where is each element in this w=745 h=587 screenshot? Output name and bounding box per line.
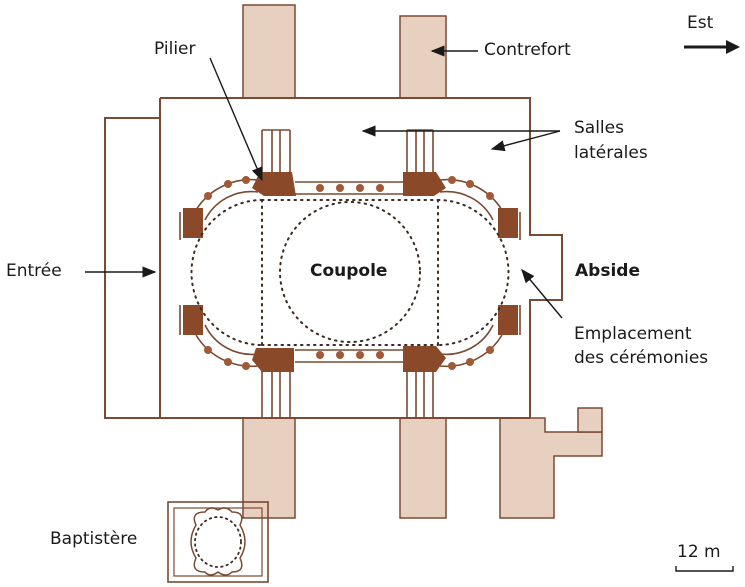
pillar-north-west (252, 172, 296, 196)
nave-outline (261, 199, 439, 346)
inner-structure (179, 129, 521, 418)
east-semidome-outline (437, 199, 510, 346)
pillars (183, 172, 518, 372)
buttress-south-east (399, 417, 447, 519)
columns (204, 176, 494, 370)
west-semidome-outline (190, 199, 263, 346)
label-emplacement-line2: des cérémonies (574, 348, 709, 368)
label-est: Est (687, 13, 714, 33)
dome-outline (279, 201, 421, 343)
label-scale: 12 m (677, 542, 721, 562)
label-baptistere: Baptistère (50, 529, 138, 549)
label-salles-line2: latérales (574, 143, 648, 163)
buttress-south-west (242, 417, 296, 519)
outer-walls (104, 97, 563, 419)
buttress-north-west (242, 4, 296, 99)
pillar-north-east (403, 172, 446, 196)
label-salles-line1: Salles (574, 118, 624, 138)
label-abside: Abside (575, 261, 640, 281)
label-coupole: Coupole (310, 261, 388, 281)
emplacement-leader (521, 268, 563, 319)
salles-leader-2 (490, 130, 561, 152)
pillar-south-west (252, 348, 294, 372)
pier-north-west-exedra (183, 208, 203, 238)
label-entree: Entrée (6, 261, 62, 281)
scale-bar (675, 566, 734, 572)
pier-south-west-exedra (183, 305, 203, 335)
buttresses (242, 4, 603, 519)
dotted-outlines (190, 199, 510, 346)
label-contrefort: Contrefort (484, 40, 571, 60)
leader-lines (85, 45, 563, 319)
pier-north-east-exedra (498, 208, 518, 238)
buttress-north-east (399, 15, 447, 99)
pier-south-east-exedra (498, 305, 518, 335)
label-emplacement-line1: Emplacement (574, 324, 692, 344)
narthex (104, 117, 161, 419)
pilier-leader (209, 57, 263, 182)
baptistery (167, 501, 269, 583)
buttress-south-east-annex (499, 417, 603, 519)
buttress-south-east-stub (577, 407, 603, 433)
pillar-south-east (403, 346, 446, 372)
east-arrow-icon (684, 40, 740, 54)
label-pilier: Pilier (154, 39, 196, 59)
outer-wall-north-south (160, 97, 563, 418)
